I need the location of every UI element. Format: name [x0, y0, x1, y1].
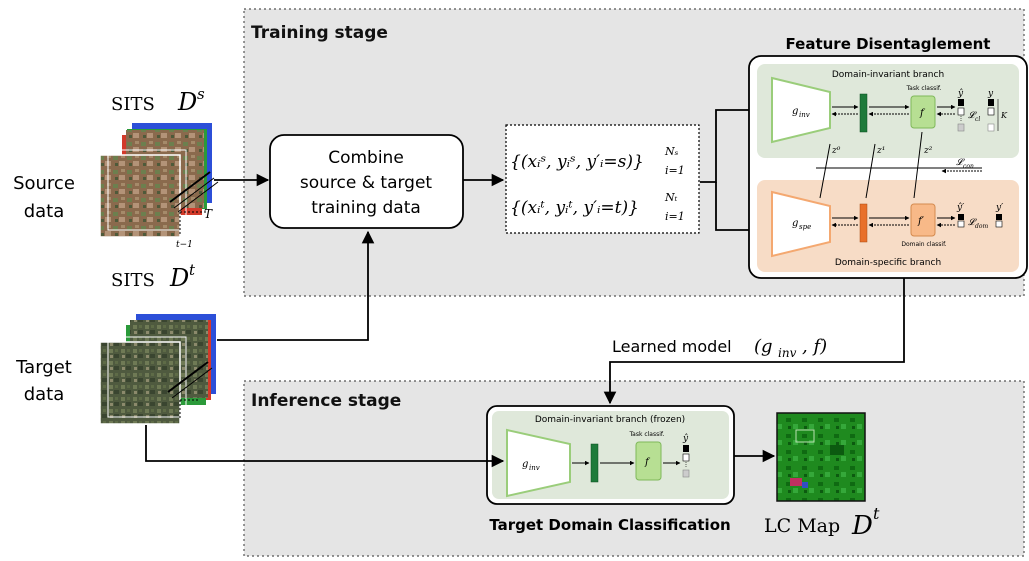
loss-cl-sub: cl	[975, 116, 980, 123]
source-set-sup: Nₛ	[664, 145, 679, 158]
inference-encoder-label: g	[522, 459, 528, 470]
latent-z0: z⁰	[831, 146, 841, 156]
source-data-label-2: data	[24, 201, 65, 222]
learned-model-text: Learned model	[612, 337, 732, 356]
arrow-learned-model	[603, 278, 905, 405]
inference-branch-label: Domain-invariant branch (frozen)	[535, 415, 685, 425]
output-y-bar	[987, 99, 999, 132]
arrow-target-to-combine	[217, 230, 375, 341]
fd-title: Feature Disentaglement	[786, 35, 991, 53]
inference-classifier	[635, 441, 662, 481]
sits-source-prefix: SITS	[111, 94, 155, 115]
target-image-stack	[99, 314, 216, 425]
inference-classifier-label: f	[644, 457, 651, 468]
target-data-label-1: Target	[15, 357, 72, 378]
sits-source-sup: s	[197, 85, 205, 103]
axis-T-label: T	[204, 207, 213, 221]
inference-caption: Target Domain Classification	[489, 516, 730, 534]
loss-dom-sub: dom	[975, 223, 988, 230]
inference-encoder-sub: inv	[529, 464, 540, 472]
classifier-f-label: f	[919, 108, 926, 119]
learned-model-math-sub: inv	[778, 346, 797, 360]
loss-dom: 𝓛	[968, 218, 977, 228]
target-set-sup: Nₜ	[664, 191, 678, 204]
output-y: y	[987, 89, 994, 99]
lc-map-image	[776, 412, 866, 502]
encoder-spe-shape	[771, 190, 831, 258]
inference-y-hat: ŷ	[682, 433, 689, 444]
loss-con: 𝓛	[956, 158, 965, 168]
datasets-box	[505, 124, 700, 234]
inference-feature	[590, 443, 599, 483]
inference-y-hat-bar	[682, 445, 690, 478]
target-data-label-2: data	[24, 384, 65, 405]
encoder-spe-sub: spe	[799, 223, 811, 231]
lc-map-var: D	[851, 511, 873, 541]
classifier-f-prime	[910, 203, 936, 237]
encoder-inv-shape	[771, 76, 831, 144]
axis-t1-label: t−1	[176, 240, 193, 250]
task-classif-label: Task classif.	[905, 85, 941, 92]
source-image-stack	[99, 123, 219, 238]
fd-invariant-label: Domain-invariant branch	[832, 70, 944, 80]
source-data-label-1: Source	[13, 173, 75, 194]
source-set-sub: i=1	[665, 164, 685, 177]
arrow-datasets-to-fd	[700, 103, 770, 183]
combine-line-2: source & target	[300, 173, 433, 193]
output-y-hat-prime: ŷ′	[956, 202, 964, 213]
feature-spe	[859, 203, 868, 243]
encoder-spe-label: g	[792, 218, 798, 229]
classifier-f-prime-label: f′	[917, 216, 925, 227]
classifier-f	[910, 95, 936, 129]
combine-line-3: training data	[311, 198, 421, 218]
encoder-inv-label: g	[792, 106, 798, 117]
combine-line-1: Combine	[328, 148, 404, 168]
target-set-sub: i=1	[665, 210, 685, 223]
learned-model-math: (g	[754, 336, 773, 357]
source-set: {(xᵢˢ, yᵢˢ, y′ᵢ=s)}	[510, 152, 644, 172]
feature-inv	[859, 93, 868, 133]
sits-target-prefix: SITS	[111, 270, 155, 291]
fd-invariant-branch	[757, 64, 1019, 158]
inference-encoder-shape	[506, 428, 571, 498]
latent-z1: z¹	[876, 146, 885, 156]
fd-specific-label: Domain-specific branch	[835, 258, 941, 268]
inference-stage-title: Inference stage	[251, 391, 401, 411]
combine-box	[269, 134, 464, 229]
output-y-prime-bar	[995, 214, 1003, 228]
encoder-inv-sub: inv	[799, 111, 810, 119]
target-set: {(xᵢᵗ, yᵢᵗ, y′ᵢ=t)}	[510, 198, 639, 218]
arrow-target-to-inference	[145, 425, 505, 468]
learned-model-math-end: , f)	[802, 336, 827, 357]
lc-map-sup: t	[873, 504, 880, 523]
loss-cl: 𝓛	[968, 111, 977, 121]
output-y-hat-bar	[957, 99, 965, 132]
contrastive-connections	[816, 131, 982, 199]
fd-specific-branch	[757, 180, 1019, 272]
training-stage-title: Training stage	[251, 23, 388, 43]
inference-task-classif-label: Task classif.	[628, 431, 664, 438]
loss-con-sub: con	[963, 163, 974, 170]
lc-map-prefix: LC Map	[764, 515, 840, 537]
domain-classif-label: Domain classif.	[901, 241, 946, 248]
sits-target-sup: t	[189, 261, 196, 279]
output-y-hat-prime-bar	[957, 214, 965, 228]
output-y-hat: ŷ	[957, 88, 964, 99]
sits-target-var: D	[169, 264, 189, 292]
latent-z2: z²	[923, 146, 933, 156]
sits-source-var: D	[177, 88, 197, 116]
output-y-prime: y′	[995, 203, 1003, 213]
output-K: K	[1000, 111, 1008, 120]
